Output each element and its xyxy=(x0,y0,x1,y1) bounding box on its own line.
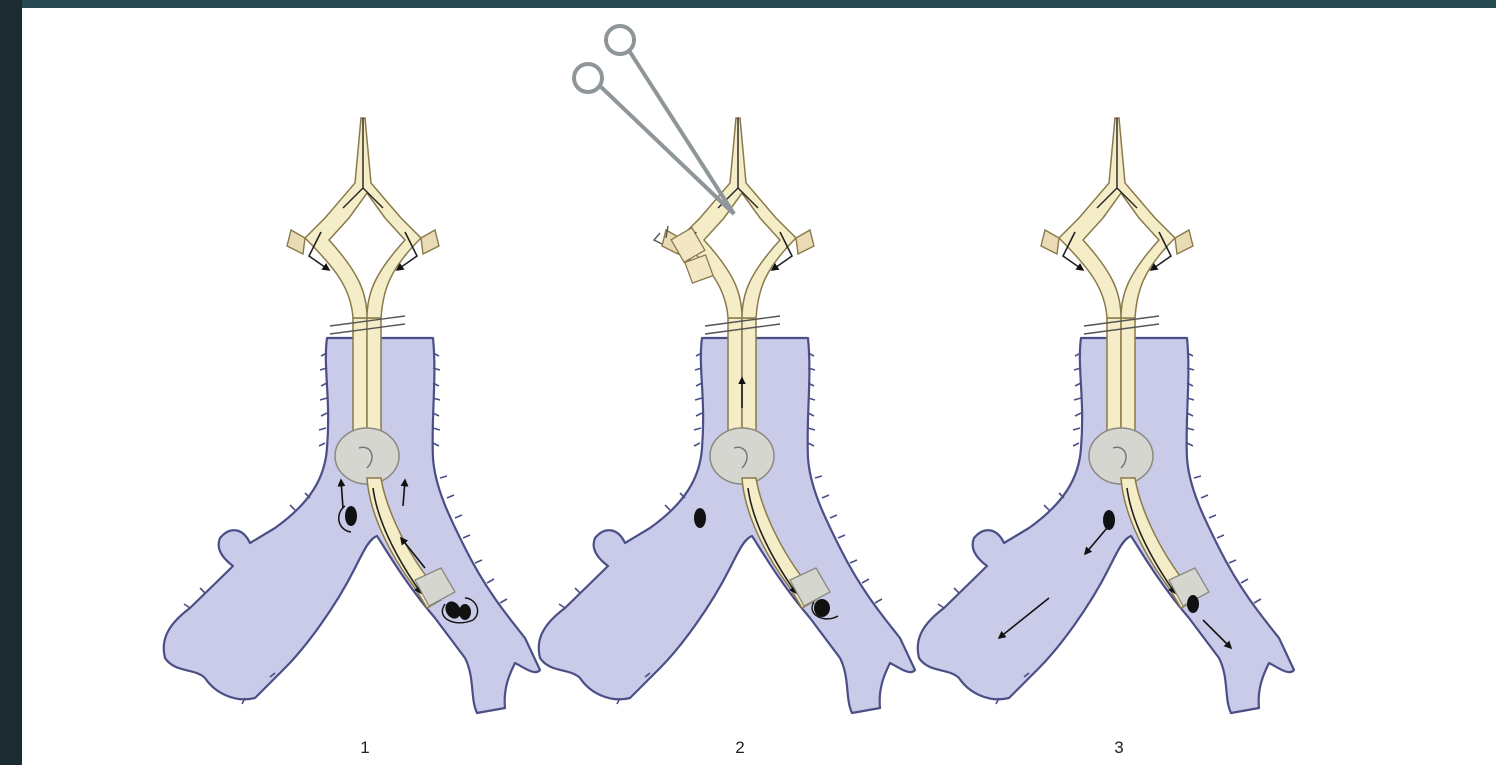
window-left-border xyxy=(0,0,22,765)
window-top-border xyxy=(0,0,1496,8)
secretion xyxy=(814,599,830,617)
panel-2 xyxy=(539,26,915,713)
secretion xyxy=(459,604,471,620)
scissors-icon xyxy=(574,26,734,214)
panel-1 xyxy=(164,118,540,713)
panel-3 xyxy=(918,118,1294,713)
figure-svg xyxy=(22,8,1496,765)
figure-canvas: 1 2 3 xyxy=(22,8,1496,765)
secretion xyxy=(345,506,357,526)
panel-label-3: 3 xyxy=(1099,738,1139,758)
panel-label-1: 1 xyxy=(345,738,385,758)
secretion xyxy=(1187,595,1199,613)
panel-label-2: 2 xyxy=(720,738,760,758)
secretion xyxy=(694,508,706,528)
secretion xyxy=(1103,510,1115,530)
